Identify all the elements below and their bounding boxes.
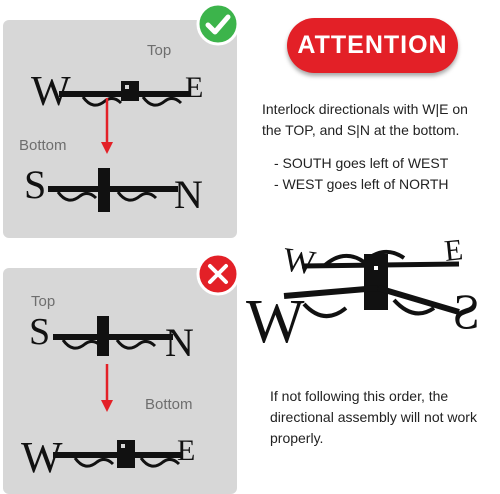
we-directional-piece: W E bbox=[31, 69, 203, 115]
instruction-line: Interlock directionals with W|E on bbox=[262, 101, 468, 117]
letter-w-front: W bbox=[246, 288, 305, 356]
note-line: If not following this order, the bbox=[270, 388, 449, 404]
note-line: directional assembly will not work bbox=[270, 409, 477, 425]
cross-icon bbox=[196, 252, 240, 296]
warning-note: If not following this order, the directi… bbox=[270, 386, 477, 449]
instruction-line: the TOP, and S|N at the bottom. bbox=[262, 122, 460, 138]
arrow-down-icon bbox=[101, 364, 113, 412]
letter-e: E bbox=[185, 71, 203, 104]
arrow-down-icon bbox=[101, 98, 113, 154]
sn-directional-piece: S N bbox=[29, 311, 194, 365]
bottom-label: Bottom bbox=[145, 396, 193, 413]
incorrect-example-panel: Top Bottom S N W E bbox=[3, 268, 237, 494]
letter-n: N bbox=[174, 172, 203, 217]
we-directional-piece: W E bbox=[21, 433, 195, 482]
checkmark-icon bbox=[196, 2, 240, 46]
letter-n: N bbox=[165, 320, 194, 365]
assembled-directional-illustration: W E W S bbox=[246, 233, 480, 356]
attention-banner: ATTENTION bbox=[287, 18, 458, 73]
letter-e: E bbox=[177, 434, 195, 467]
letter-s: S bbox=[24, 162, 46, 207]
correct-example-panel: Top Bottom W E S N bbox=[3, 20, 237, 238]
attention-text: ATTENTION bbox=[297, 31, 448, 59]
instruction-bullet: - SOUTH goes left of WEST bbox=[274, 155, 449, 171]
letter-s-mirrored: S bbox=[452, 283, 480, 339]
instruction-text: Interlock directionals with W|E on the T… bbox=[262, 99, 468, 195]
letter-e: E bbox=[443, 233, 465, 268]
sn-directional-piece: S N bbox=[24, 162, 203, 217]
bottom-label: Bottom bbox=[19, 137, 67, 154]
letter-w: W bbox=[281, 241, 319, 282]
top-label: Top bbox=[147, 42, 172, 59]
top-label: Top bbox=[31, 293, 56, 310]
note-line: properly. bbox=[270, 430, 324, 446]
instruction-bullet: - WEST goes left of NORTH bbox=[274, 176, 449, 192]
letter-s: S bbox=[29, 311, 50, 353]
